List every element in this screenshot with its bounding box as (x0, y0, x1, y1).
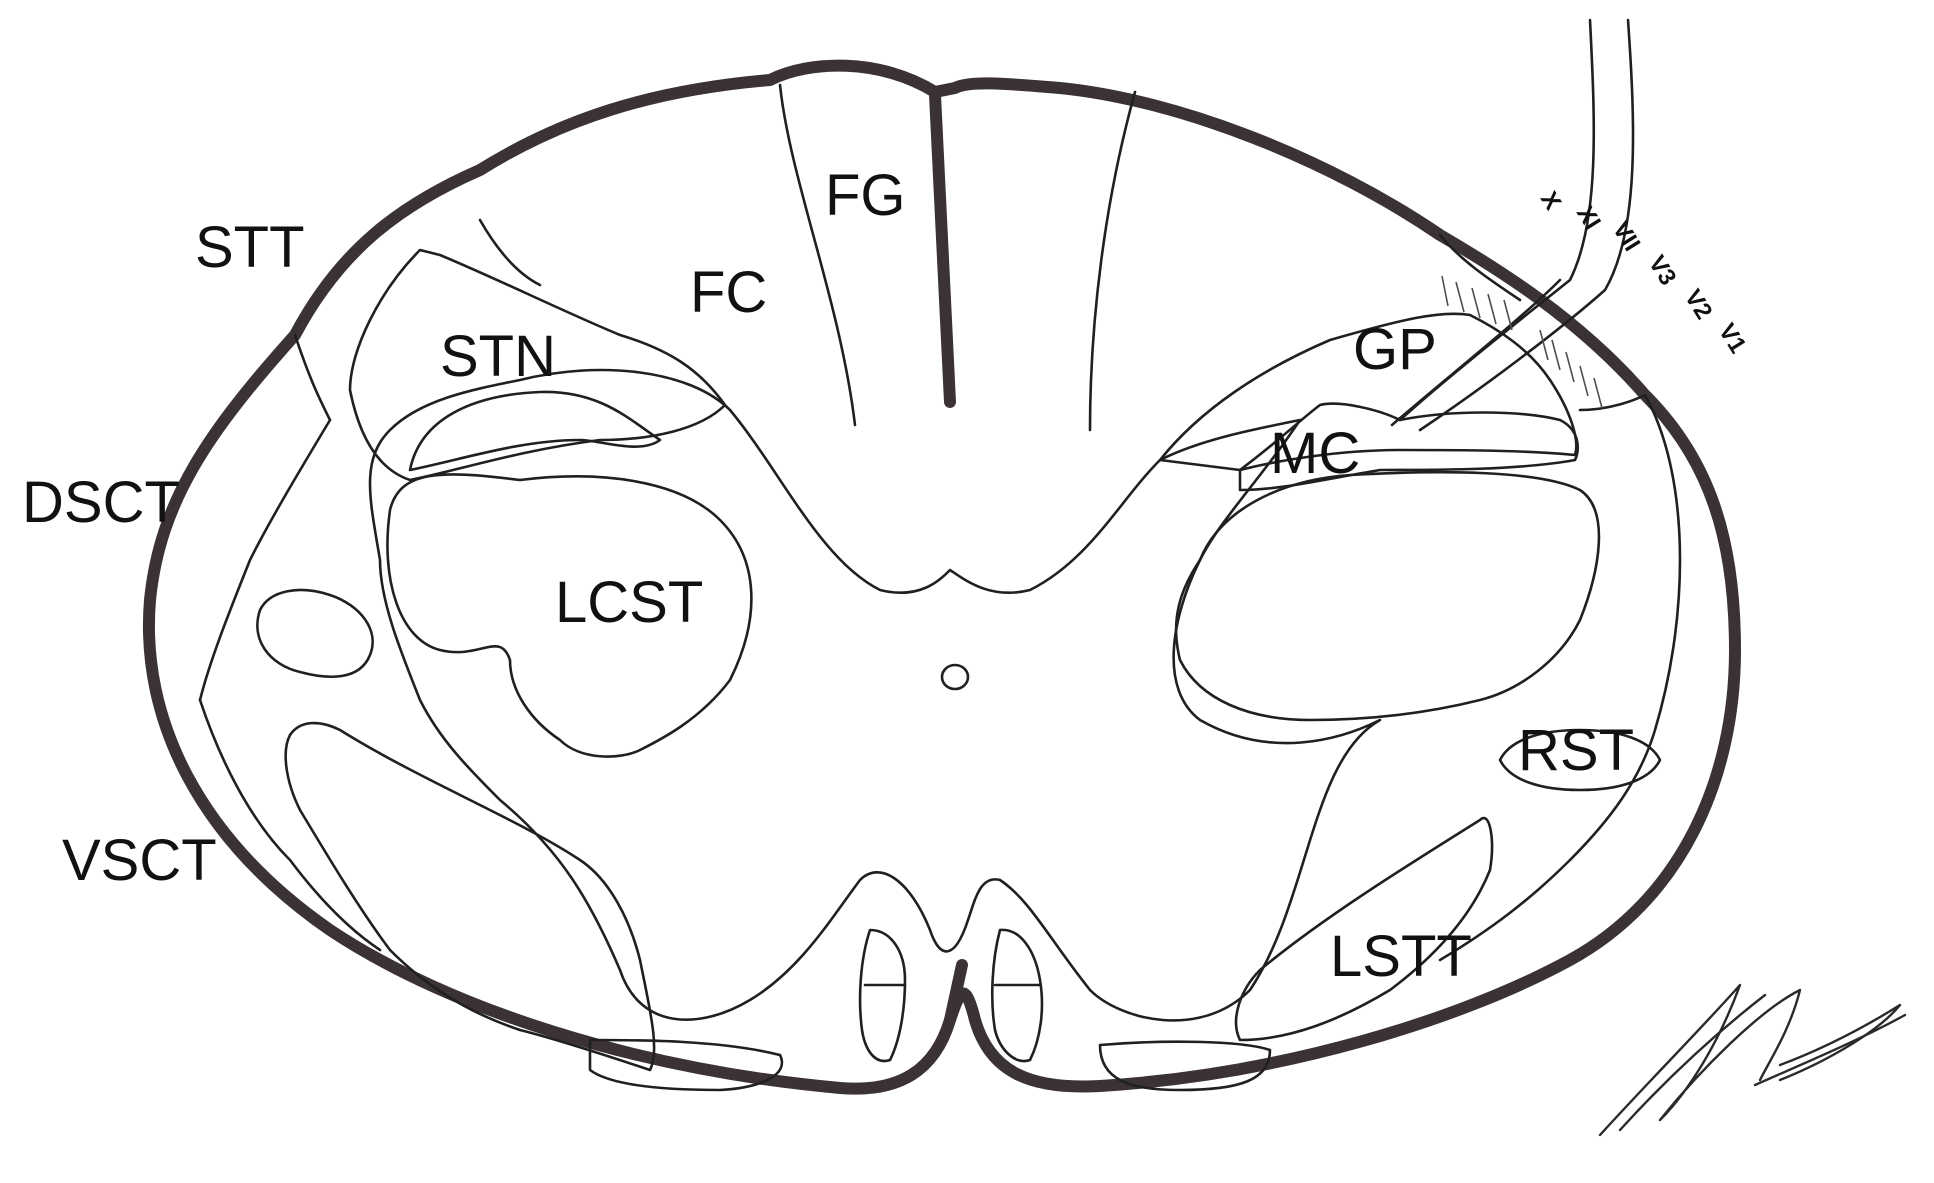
lstt-region-outline (1234, 816, 1494, 1042)
label-fg: FG (825, 163, 906, 228)
posterior-septum-left (478, 218, 542, 287)
label-lcst: LCST (555, 570, 703, 635)
nerve-label-v1: V1 (1713, 319, 1751, 358)
right-dorsal-border (1438, 233, 1522, 302)
central-canal (940, 663, 970, 691)
left-ventral-lamina-1 (588, 1038, 784, 1092)
label-mc: MC (1270, 421, 1360, 486)
dorsal-root-hatching (1441, 275, 1603, 409)
right-ventral-lamina-2 (990, 928, 1044, 1063)
label-rst: RST (1518, 718, 1634, 783)
nerve-root-line-3 (1390, 278, 1562, 427)
label-lstt: LSTT (1330, 924, 1472, 989)
stn-region-outline (348, 248, 727, 482)
stn-inner-crescent (408, 390, 662, 472)
rst-inner-oval (1498, 728, 1662, 792)
nerve-label-x: X (1535, 187, 1566, 215)
left-lateral-dorsal-divider (293, 333, 332, 422)
artist-signature (1598, 983, 1907, 1137)
ventral-fissure (944, 959, 968, 1026)
nerve-label-v2: V2 (1679, 285, 1717, 324)
right-lateral-mass-outline (1174, 470, 1601, 722)
label-dsct: DSCT (22, 470, 180, 535)
label-stn: STN (440, 324, 556, 389)
label-gp: GP (1353, 317, 1437, 382)
fg-fc-boundary-left (778, 83, 857, 427)
label-vsct: VSCT (62, 828, 217, 893)
nerve-label-v3: V3 (1643, 251, 1681, 290)
fg-boundary-right (1088, 90, 1137, 432)
nerve-label-xi: XI (1571, 201, 1606, 235)
nerve-root-line-2 (1418, 18, 1635, 432)
left-ventral-border (198, 698, 382, 952)
lcst-region-outline (386, 473, 753, 758)
right-dorsolateral-border (1578, 393, 1647, 412)
left-lateral-border (198, 418, 332, 702)
gp-region-outline (1158, 312, 1578, 472)
label-fc: FC (690, 260, 767, 325)
dsct-inner-oval (256, 588, 374, 678)
vsct-band-outline (284, 721, 656, 1072)
nerve-label-vii: VII (1607, 217, 1645, 256)
grey-matter-outline (368, 368, 1382, 1022)
dorsal-median-fissure (929, 89, 956, 408)
mc-region-outline (1238, 402, 1580, 492)
right-lateral-border (1438, 393, 1682, 962)
left-ventral-lamina-2 (858, 928, 907, 1063)
right-ventral-lamina (1098, 1040, 1272, 1092)
label-stt: STT (195, 215, 305, 280)
